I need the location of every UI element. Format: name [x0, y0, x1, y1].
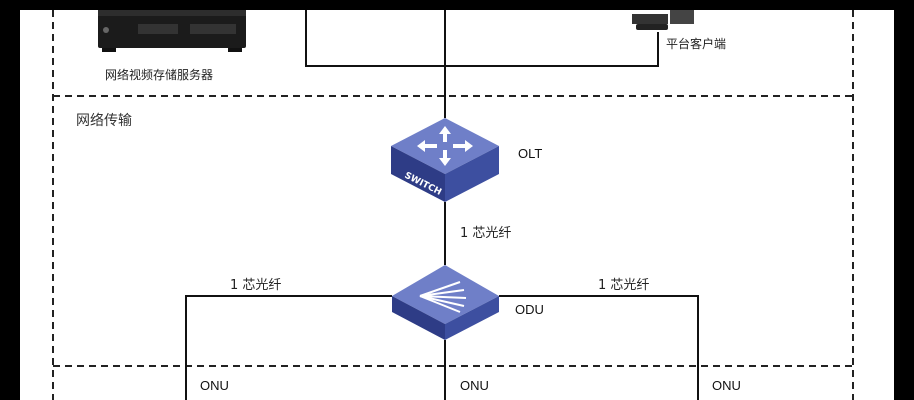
fiber-label-left: 1 芯光纤 [230, 278, 282, 293]
olt-label: OLT [518, 146, 543, 161]
storage-server-icon [98, 10, 246, 52]
olt-switch-icon: SWITCH [391, 118, 499, 202]
odu-label: ODU [515, 302, 544, 317]
platform-client-icon [632, 10, 694, 30]
onu-label-left: ONU [200, 378, 229, 393]
odu-splitter-icon [392, 265, 499, 340]
diagram-svg: SWITCH [52, 10, 854, 400]
onu-label-center: ONU [460, 378, 489, 393]
platform-client-label: 平台客户端 [666, 37, 727, 51]
onu-label-right: ONU [712, 378, 741, 393]
section-network-label: 网络传输 [76, 113, 132, 129]
diagram-canvas: SWITCH 网络视频存储服务器 平台客户端 网络传输 OLT 1 芯光纤 1 … [20, 10, 894, 400]
fiber-label-right: 1 芯光纤 [598, 278, 650, 293]
fiber-label-center: 1 芯光纤 [460, 226, 512, 241]
storage-server-label: 网络视频存储服务器 [105, 68, 214, 82]
